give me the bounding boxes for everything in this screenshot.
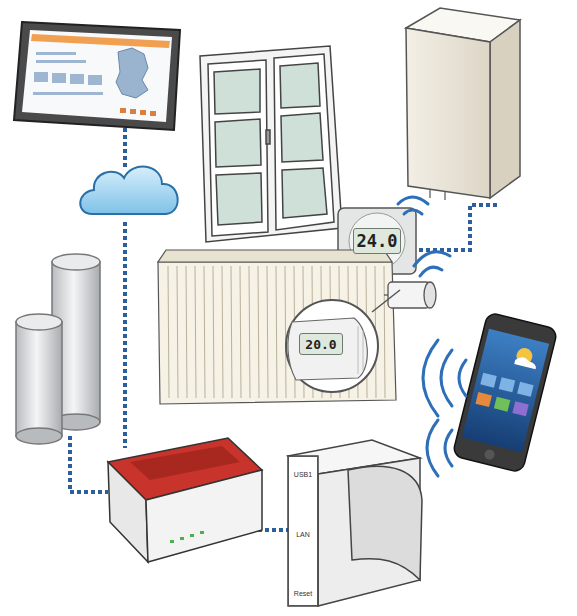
radiator — [158, 250, 396, 404]
wireless-waves — [398, 197, 466, 476]
smartphone — [452, 312, 558, 473]
valve-display: 20.0 — [299, 333, 343, 355]
boiler — [406, 8, 520, 200]
thermostat-display: 24.0 — [353, 228, 401, 254]
network-wire — [412, 205, 500, 250]
network-wire — [123, 222, 127, 448]
router — [108, 438, 262, 562]
network-wire — [123, 128, 127, 170]
port-label: USB1 — [294, 471, 312, 478]
network-wire — [70, 436, 108, 492]
window — [200, 46, 342, 242]
port-label: Reset — [294, 590, 312, 597]
gateway-box — [288, 440, 422, 606]
gateway-ports: USB1LAN Reset — [288, 456, 318, 606]
radiator-valve — [384, 282, 436, 308]
temperature-reading: 20.0 — [305, 337, 336, 352]
cloud — [80, 167, 177, 214]
magnifier — [286, 290, 400, 392]
network-wire — [258, 528, 290, 532]
storage-tubes — [16, 254, 100, 444]
temperature-reading: 24.0 — [357, 231, 398, 251]
tablet — [14, 22, 180, 130]
port-label: LAN — [296, 531, 310, 538]
